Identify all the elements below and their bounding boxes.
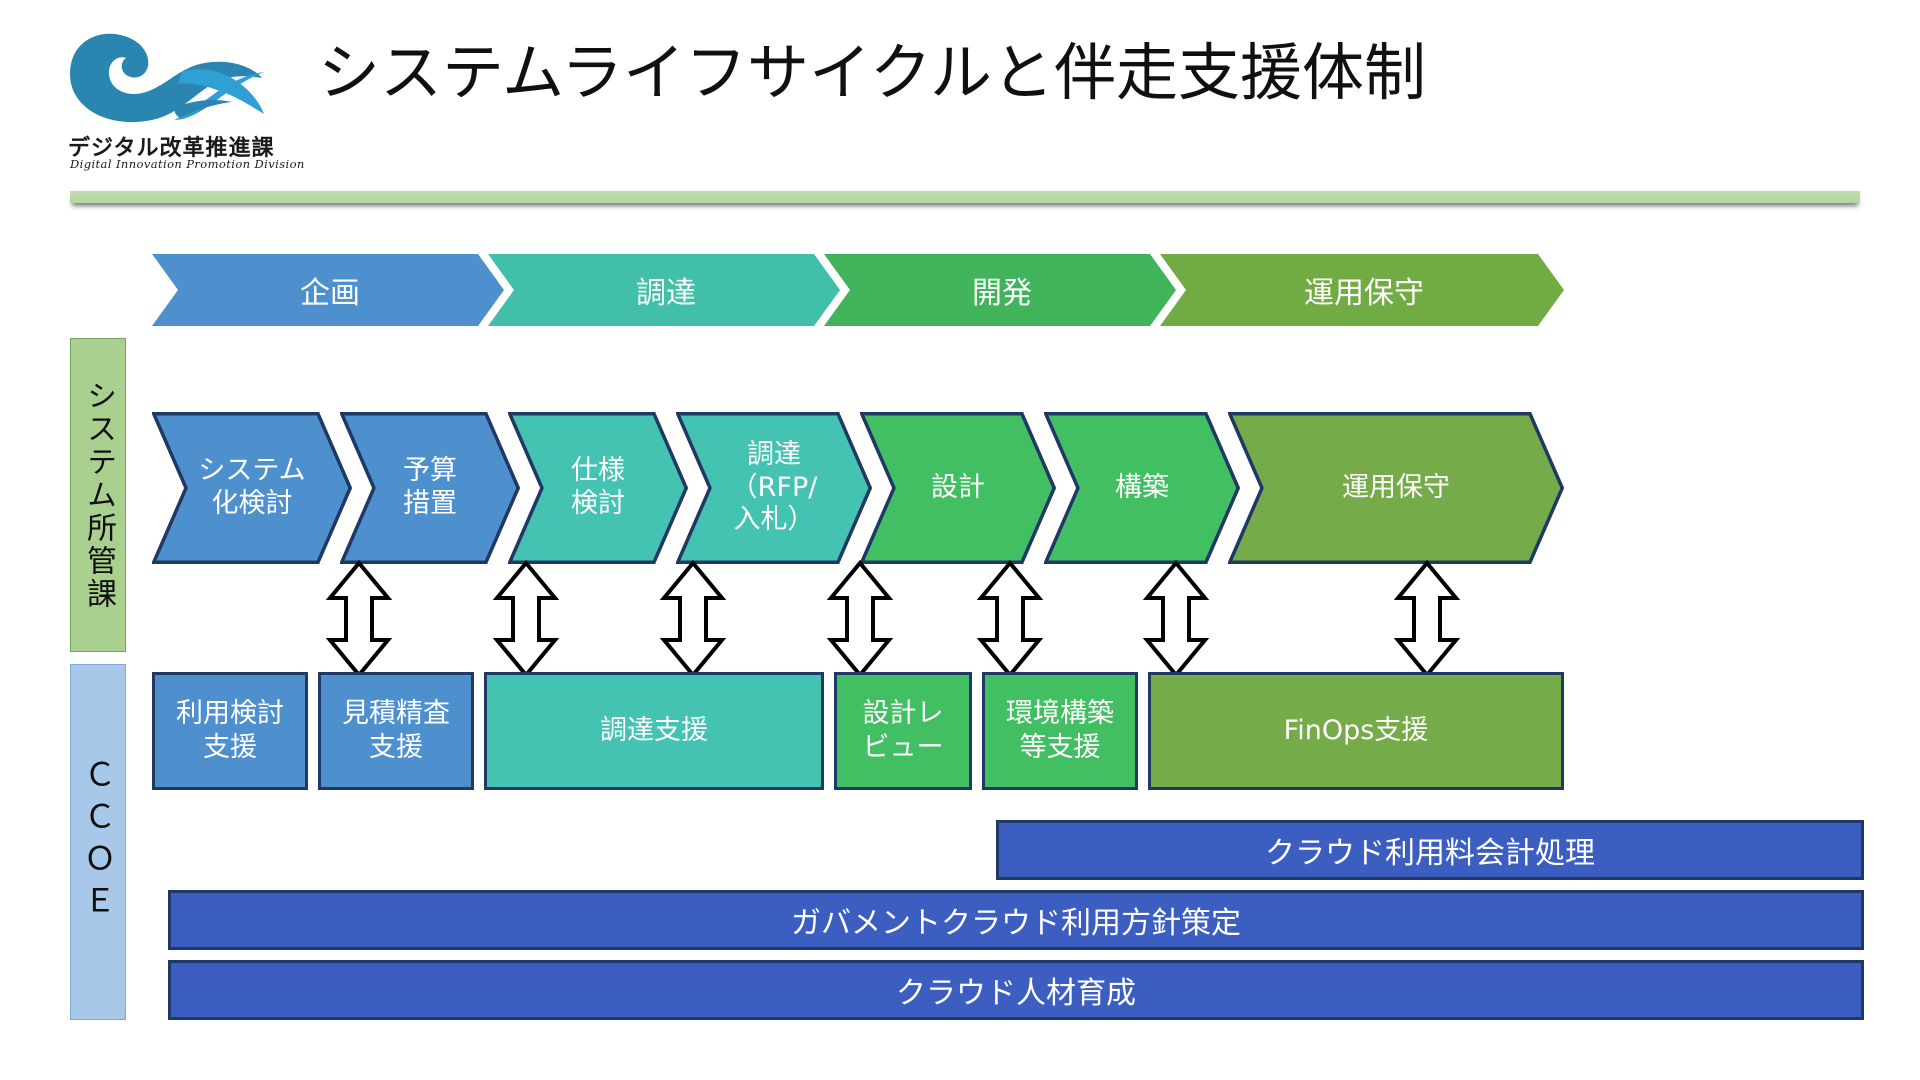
lifecycle-step-1: システム化検討 (152, 412, 352, 564)
step-shape (340, 412, 520, 564)
support-box-label-line: 等支援 (1019, 732, 1101, 763)
support-box-label: 利用検討支援 (176, 697, 284, 765)
support-box-label-line: 支援 (369, 732, 423, 763)
support-box-1: 利用検討支援 (152, 672, 308, 790)
page-title: システムライフサイクルと伴走支援体制 (318, 36, 1426, 109)
phase-label: 運用保守 (1304, 276, 1424, 311)
lifecycle-step-5: 設計 (860, 412, 1056, 564)
lifecycle-phase-band: 企画 調達 開発 運用保守 (152, 254, 1564, 326)
double-arrow-connector-1 (324, 559, 394, 679)
lifecycle-step-7: 運用保守 (1228, 412, 1564, 564)
double-arrow-connector-7 (1392, 559, 1462, 679)
phase-chevron-3: 開発 (824, 254, 1176, 326)
step-shape (1044, 412, 1240, 564)
lifecycle-step-2: 予算措置 (340, 412, 520, 564)
support-box-label-line: ビュー (862, 732, 944, 763)
support-box-label: 見積精査支援 (342, 697, 450, 765)
support-box-2: 見積精査支援 (318, 672, 474, 790)
support-box-label-line: 利用検討 (176, 698, 284, 730)
logo-name-en: Digital Innovation Promotion Division (70, 157, 305, 171)
ccoe-bar-cloud-talent: クラウド人材育成 (168, 960, 1864, 1020)
double-arrow-connector-6 (1141, 559, 1211, 679)
support-box-5: 環境構築等支援 (982, 672, 1138, 790)
logo-mark-icon (70, 33, 264, 123)
support-box-label-line: 環境構築 (1006, 698, 1114, 730)
support-box-label-line: 見積精査 (342, 698, 450, 730)
phase-chevron-4: 運用保守 (1160, 254, 1564, 326)
double-arrow-icon (1393, 559, 1461, 679)
step-shape (152, 412, 352, 564)
rail-system-owner-department: システム所管課 (70, 338, 126, 652)
phase-label: 企画 (300, 276, 360, 311)
step-shape (676, 412, 872, 564)
division-logo (62, 22, 267, 167)
title-underline-rule (70, 191, 1860, 203)
support-box-label-line: 調達支援 (600, 715, 708, 747)
phase-label: 調達 (636, 276, 696, 311)
double-arrow-icon (492, 559, 560, 679)
phase-chevron-2: 調達 (488, 254, 840, 326)
step-shape (1228, 412, 1564, 564)
support-box-label-line: 設計レ (862, 698, 944, 730)
support-box-label: FinOps支援 (1284, 714, 1429, 748)
connector-arrow-row (0, 559, 1920, 679)
lifecycle-step-row: システム化検討予算措置仕様検討調達（RFP/入札）設計構築運用保守 (152, 412, 1564, 564)
lifecycle-step-6: 構築 (1044, 412, 1240, 564)
phase-label: 開発 (972, 276, 1032, 311)
support-box-label: 環境構築等支援 (1006, 697, 1114, 765)
lifecycle-step-4: 調達（RFP/入札） (676, 412, 872, 564)
double-arrow-connector-5 (975, 559, 1045, 679)
step-shape (860, 412, 1056, 564)
rail-ccoe: ＣＣＯＥ (70, 664, 126, 1020)
support-box-4: 設計レビュー (834, 672, 972, 790)
support-box-label: 設計レビュー (863, 697, 944, 765)
double-arrow-icon (976, 559, 1044, 679)
double-arrow-icon (659, 559, 727, 679)
double-arrow-icon (826, 559, 894, 679)
double-arrow-connector-3 (658, 559, 728, 679)
double-arrow-icon (325, 559, 393, 679)
support-box-label-line: FinOps支援 (1283, 715, 1429, 747)
logo-name-ja: デジタル改革推進課 (68, 136, 275, 161)
support-box-6: FinOps支援 (1148, 672, 1564, 790)
lifecycle-step-3: 仕様検討 (508, 412, 688, 564)
double-arrow-connector-2 (491, 559, 561, 679)
step-shape (508, 412, 688, 564)
phase-chevron-1: 企画 (152, 254, 504, 326)
support-box-label-line: 支援 (203, 732, 257, 763)
ccoe-bar-gov-cloud-policy: ガバメントクラウド利用方針策定 (168, 890, 1864, 950)
support-box-3: 調達支援 (484, 672, 824, 790)
slide-header: デジタル改革推進課 Digital Innovation Promotion D… (0, 0, 1920, 203)
ccoe-bar-cloud-billing: クラウド利用料会計処理 (996, 820, 1864, 880)
double-arrow-icon (1142, 559, 1210, 679)
double-arrow-connector-4 (825, 559, 895, 679)
support-box-label: 調達支援 (600, 714, 708, 748)
